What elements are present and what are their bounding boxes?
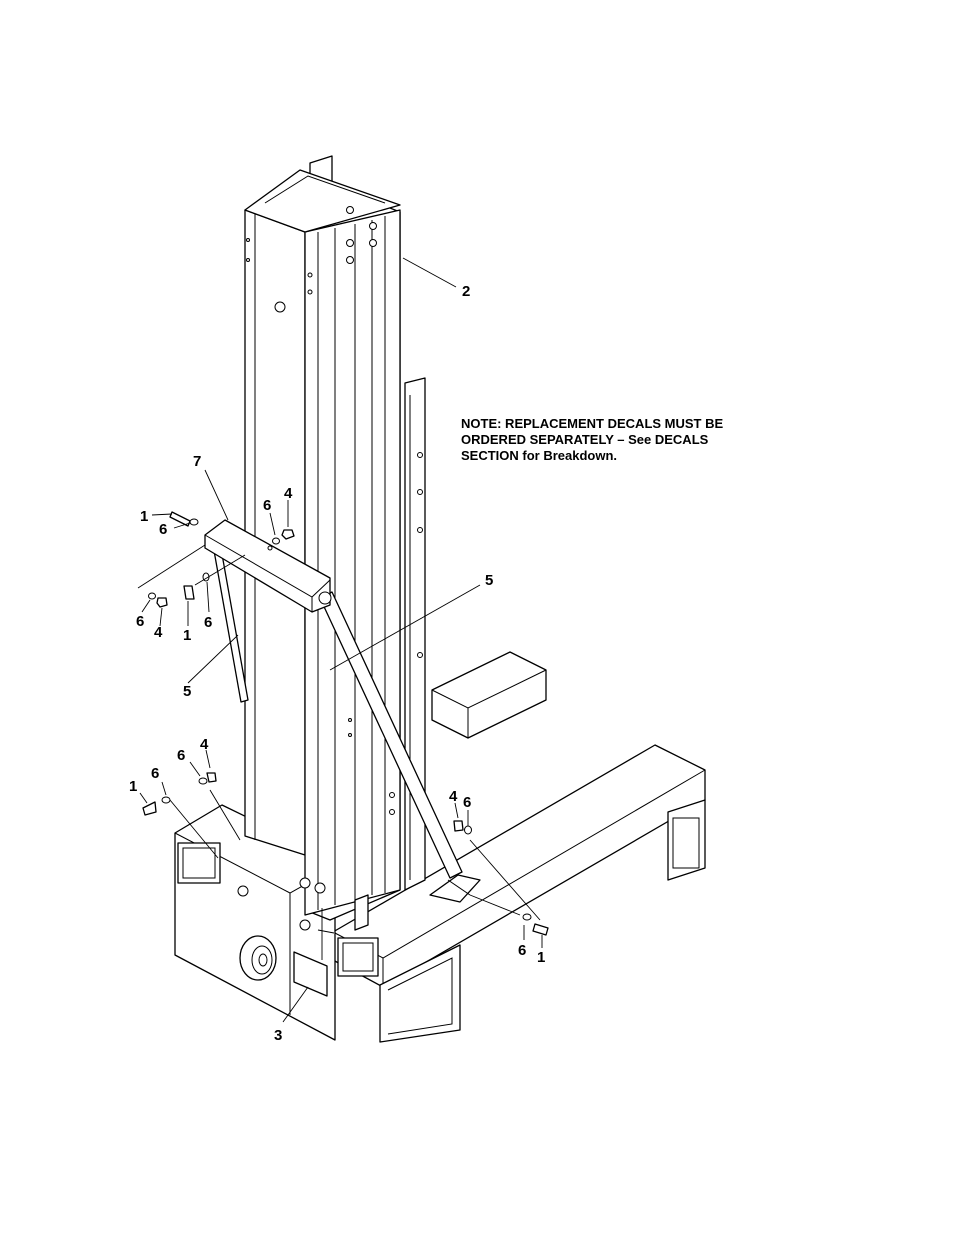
callout-4: 4 — [449, 788, 458, 805]
brace-bracket — [204, 519, 481, 903]
callout-4: 4 — [200, 736, 209, 753]
callout-6: 6 — [263, 497, 271, 514]
note-line-1: NOTE: REPLACEMENT DECALS MUST BE — [461, 416, 724, 431]
note-line-2: ORDERED SEPARATELY – See DECALS — [461, 432, 709, 447]
callout-6: 6 — [463, 794, 471, 811]
callout-4: 4 — [154, 624, 163, 641]
callout-6: 6 — [204, 614, 212, 631]
callout-labels: 2 7 1 6 6 4 5 6 4 1 6 5 4 6 6 1 4 6 6 1 … — [129, 283, 545, 1044]
callout-1: 1 — [537, 949, 545, 966]
callout-1: 1 — [183, 627, 191, 644]
callout-1: 1 — [129, 778, 137, 795]
callout-3: 3 — [274, 1027, 282, 1044]
callout-6: 6 — [159, 521, 167, 538]
callout-6: 6 — [151, 765, 159, 782]
base-frame — [174, 651, 706, 1043]
callout-6: 6 — [177, 747, 185, 764]
callout-5: 5 — [183, 683, 191, 700]
callout-5: 5 — [485, 572, 493, 589]
note-line-3: SECTION for Breakdown. — [461, 448, 617, 463]
decal-note: NOTE: REPLACEMENT DECALS MUST BE ORDERED… — [461, 416, 724, 463]
leader-lines — [137, 257, 543, 1023]
callout-4: 4 — [284, 485, 293, 502]
callout-6: 6 — [518, 942, 526, 959]
callout-7: 7 — [193, 453, 201, 470]
callout-1: 1 — [140, 508, 148, 525]
callout-6: 6 — [136, 613, 144, 630]
callout-2: 2 — [462, 283, 470, 300]
mast-assembly — [244, 155, 426, 931]
